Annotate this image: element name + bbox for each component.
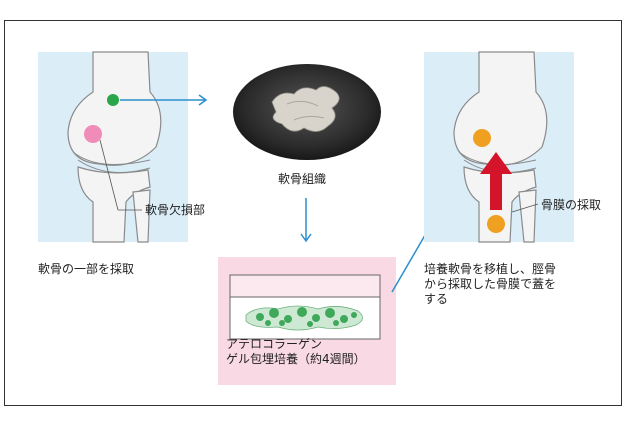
- periosteum-label: 骨膜の採取: [541, 198, 602, 212]
- transplant-label-line2: から採取した骨膜で蓋を: [424, 277, 557, 291]
- knee-right-illustration: [453, 51, 548, 243]
- culture-dish-illustration: [229, 274, 381, 340]
- culture-label-line1: アテロコラーゲン: [226, 337, 323, 351]
- harvest-site-dot: [107, 94, 119, 106]
- transplant-label-line3: する: [424, 292, 449, 306]
- culture-label-line2: ゲル包埋培養（約4週間）: [226, 352, 366, 366]
- cartilage-tissue-photo: [233, 64, 381, 160]
- defect-site-dot: [84, 125, 102, 143]
- knee-left-illustration: [67, 51, 162, 243]
- transplant-label-line1: 培養軟骨を移植し、脛骨: [424, 262, 557, 276]
- defect-leader-line: [99, 139, 119, 211]
- harvest-label: 軟骨の一部を採取: [38, 262, 135, 276]
- periosteum-arrow-icon: [480, 152, 512, 210]
- graft-site-dot: [473, 129, 491, 147]
- defect-label: 軟骨欠損部: [145, 203, 206, 217]
- periosteum-site-dot: [487, 215, 505, 233]
- cartilage-tissue-label: 軟骨組織: [278, 172, 327, 186]
